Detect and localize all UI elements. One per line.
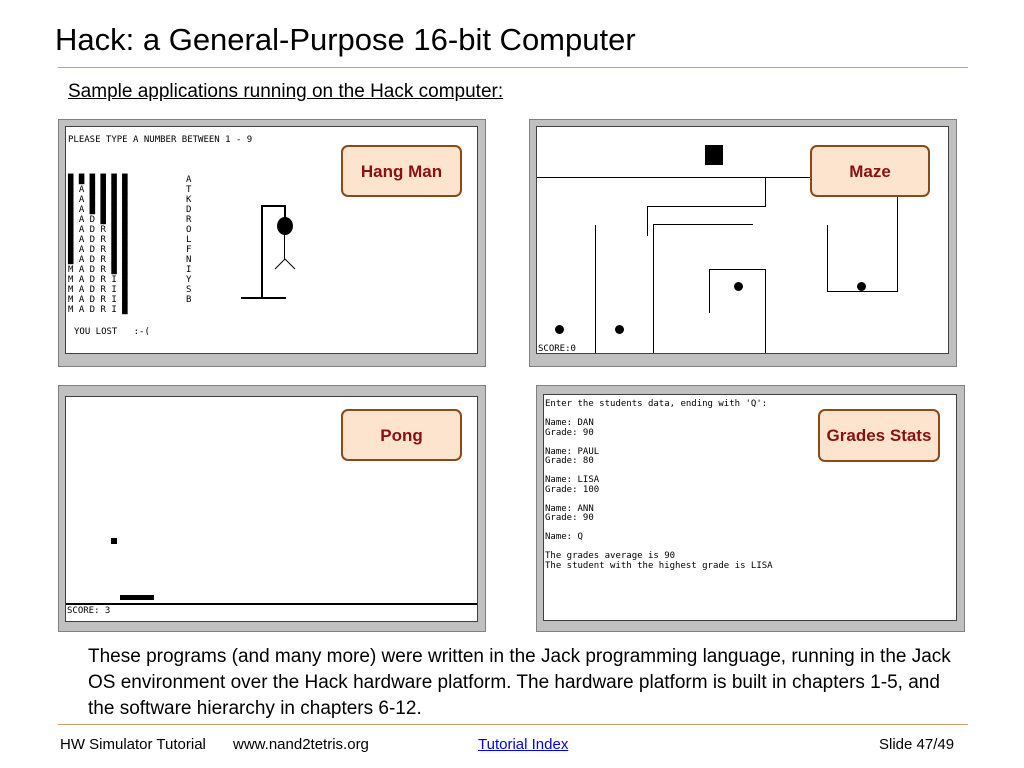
maze-score: SCORE:0 bbox=[538, 344, 576, 354]
slide-number: Slide 47/49 bbox=[879, 736, 955, 753]
slide-description: These programs (and many more) were writ… bbox=[88, 646, 951, 719]
pong-floor bbox=[66, 603, 477, 605]
pong-ball bbox=[111, 538, 117, 544]
pong-score: SCORE: 3 bbox=[67, 606, 111, 616]
maze-dot bbox=[734, 282, 743, 291]
grades-output: Enter the students data, ending with 'Q'… bbox=[545, 399, 773, 571]
pong-callout: Pong bbox=[341, 409, 462, 461]
footer-divider bbox=[58, 724, 968, 725]
hangman-word-grid: █ █ █ █ █ █ █ A █ █ █ █ █ A █ █ █ █ █ A … bbox=[68, 175, 128, 315]
hangman-result: YOU LOST :-( bbox=[74, 327, 150, 337]
hangman-prompt: PLEASE TYPE A NUMBER BETWEEN 1 - 9 bbox=[68, 135, 253, 145]
title-divider bbox=[58, 67, 968, 68]
gallows-drawing bbox=[241, 205, 321, 305]
maze-dot bbox=[555, 325, 564, 334]
slide-title: Hack: a General-Purpose 16-bit Computer bbox=[55, 22, 636, 57]
slide-subtitle: Sample applications running on the Hack … bbox=[68, 81, 504, 102]
maze-player bbox=[705, 145, 723, 165]
grades-callout: Grades Stats bbox=[818, 409, 940, 462]
pong-screenshot: SCORE: 3 bbox=[58, 385, 486, 632]
maze-dot bbox=[857, 282, 866, 291]
maze-dot bbox=[615, 325, 624, 334]
footer-site: www.nand2tetris.org bbox=[233, 736, 369, 753]
pong-paddle bbox=[120, 595, 154, 600]
hangman-letters: A T K D R O L F N I Y S B bbox=[186, 175, 192, 305]
footer-left: HW Simulator Tutorial bbox=[60, 736, 206, 753]
maze-callout: Maze bbox=[810, 145, 930, 197]
hangman-callout: Hang Man bbox=[341, 145, 462, 197]
tutorial-index-link[interactable]: Tutorial Index bbox=[478, 736, 569, 753]
